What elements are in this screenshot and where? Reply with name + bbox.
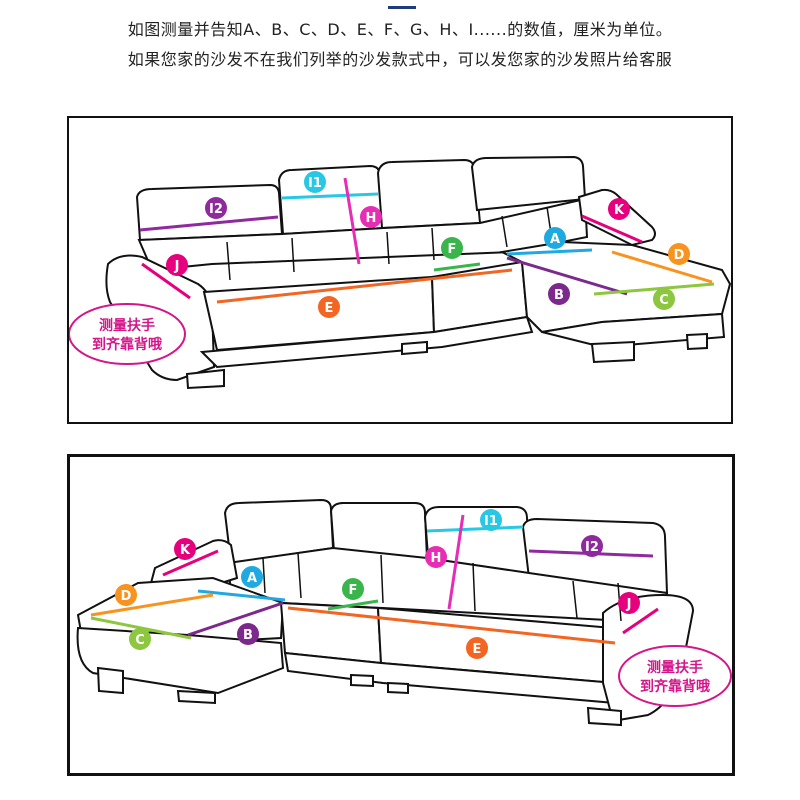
leg <box>685 332 708 351</box>
leg <box>176 689 216 705</box>
label-J: J <box>618 592 640 614</box>
top-accent-rule <box>388 6 416 9</box>
label-D: D <box>668 243 690 265</box>
armrest-note-line-1: 测量扶手 <box>647 659 703 676</box>
svg-text:I1: I1 <box>484 514 498 529</box>
label-F: F <box>441 237 463 259</box>
label-H: H <box>425 546 447 568</box>
label-B: B <box>548 283 570 305</box>
label-E: E <box>318 296 340 318</box>
label-K: K <box>608 198 630 220</box>
instruction-line-2: 如果您家的沙发不在我们列举的沙发款式中，可以发您家的沙发照片给客服 <box>127 50 673 69</box>
label-D: D <box>115 584 137 606</box>
leg <box>590 340 635 364</box>
label-A: A <box>241 566 263 588</box>
leg <box>185 368 225 390</box>
svg-text:J: J <box>626 597 632 612</box>
svg-text:D: D <box>674 248 685 263</box>
sofa-base <box>199 315 534 369</box>
chaise-base <box>76 626 285 695</box>
svg-text:A: A <box>247 571 257 586</box>
svg-text:K: K <box>180 543 191 558</box>
label-H: H <box>360 206 382 228</box>
svg-text:J: J <box>174 259 180 274</box>
label-I2: I2 <box>581 535 603 557</box>
svg-text:I2: I2 <box>585 540 599 555</box>
backrest-cushion-4 <box>470 155 587 212</box>
svg-text:E: E <box>325 301 334 316</box>
svg-text:H: H <box>366 211 377 226</box>
svg-text:H: H <box>431 551 442 566</box>
sofa-diagram-1: I2 I1 H J E F A K D B C 测量扶手 <box>69 155 732 390</box>
svg-text:D: D <box>121 589 132 604</box>
armrest-note-line-2: 到齐靠背哦 <box>640 678 710 695</box>
armrest-note-line-1: 测量扶手 <box>99 317 155 334</box>
svg-text:C: C <box>659 293 669 308</box>
svg-text:I1: I1 <box>308 176 322 191</box>
diagram-panel-left-chaise: K A D C B F I1 H I2 E J 测量扶手 <box>67 454 735 776</box>
label-J: J <box>166 254 188 276</box>
svg-text:C: C <box>135 633 145 648</box>
backrest-cushion-3 <box>423 506 531 575</box>
svg-text:F: F <box>349 583 358 598</box>
leg <box>96 666 124 695</box>
armrest-note-bubble: 测量扶手 到齐靠背哦 <box>618 645 732 707</box>
label-F: F <box>342 578 364 600</box>
svg-text:B: B <box>243 628 253 643</box>
svg-text:F: F <box>448 242 457 257</box>
leg <box>350 673 374 688</box>
diagram-panel-right-chaise: I2 I1 H J E F A K D B C 测量扶手 <box>67 116 733 424</box>
svg-text:A: A <box>550 232 560 247</box>
sofa-diagram-2: K A D C B F I1 H I2 E J 测量扶手 <box>76 498 732 727</box>
label-C: C <box>653 288 675 310</box>
leg <box>401 340 428 356</box>
instruction-line-1: 如图测量并告知A、B、C、D、E、F、G、H、I......的数值，厘米为单位。 <box>127 20 673 39</box>
label-I1: I1 <box>304 171 326 193</box>
leg <box>387 681 409 695</box>
backrest-cushion-3 <box>376 158 482 230</box>
svg-text:B: B <box>554 288 564 303</box>
svg-text:K: K <box>614 203 625 218</box>
leg <box>586 706 622 727</box>
armrest-note-line-2: 到齐靠背哦 <box>92 336 162 353</box>
label-A: A <box>544 227 566 249</box>
svg-text:E: E <box>473 642 482 657</box>
armrest-note-bubble: 测量扶手 到齐靠背哦 <box>69 303 186 365</box>
label-C: C <box>129 628 151 650</box>
label-E: E <box>466 637 488 659</box>
label-B: B <box>237 623 259 645</box>
label-K: K <box>174 538 196 560</box>
label-I2: I2 <box>205 197 227 219</box>
svg-text:I2: I2 <box>209 202 223 217</box>
label-I1: I1 <box>480 509 502 531</box>
